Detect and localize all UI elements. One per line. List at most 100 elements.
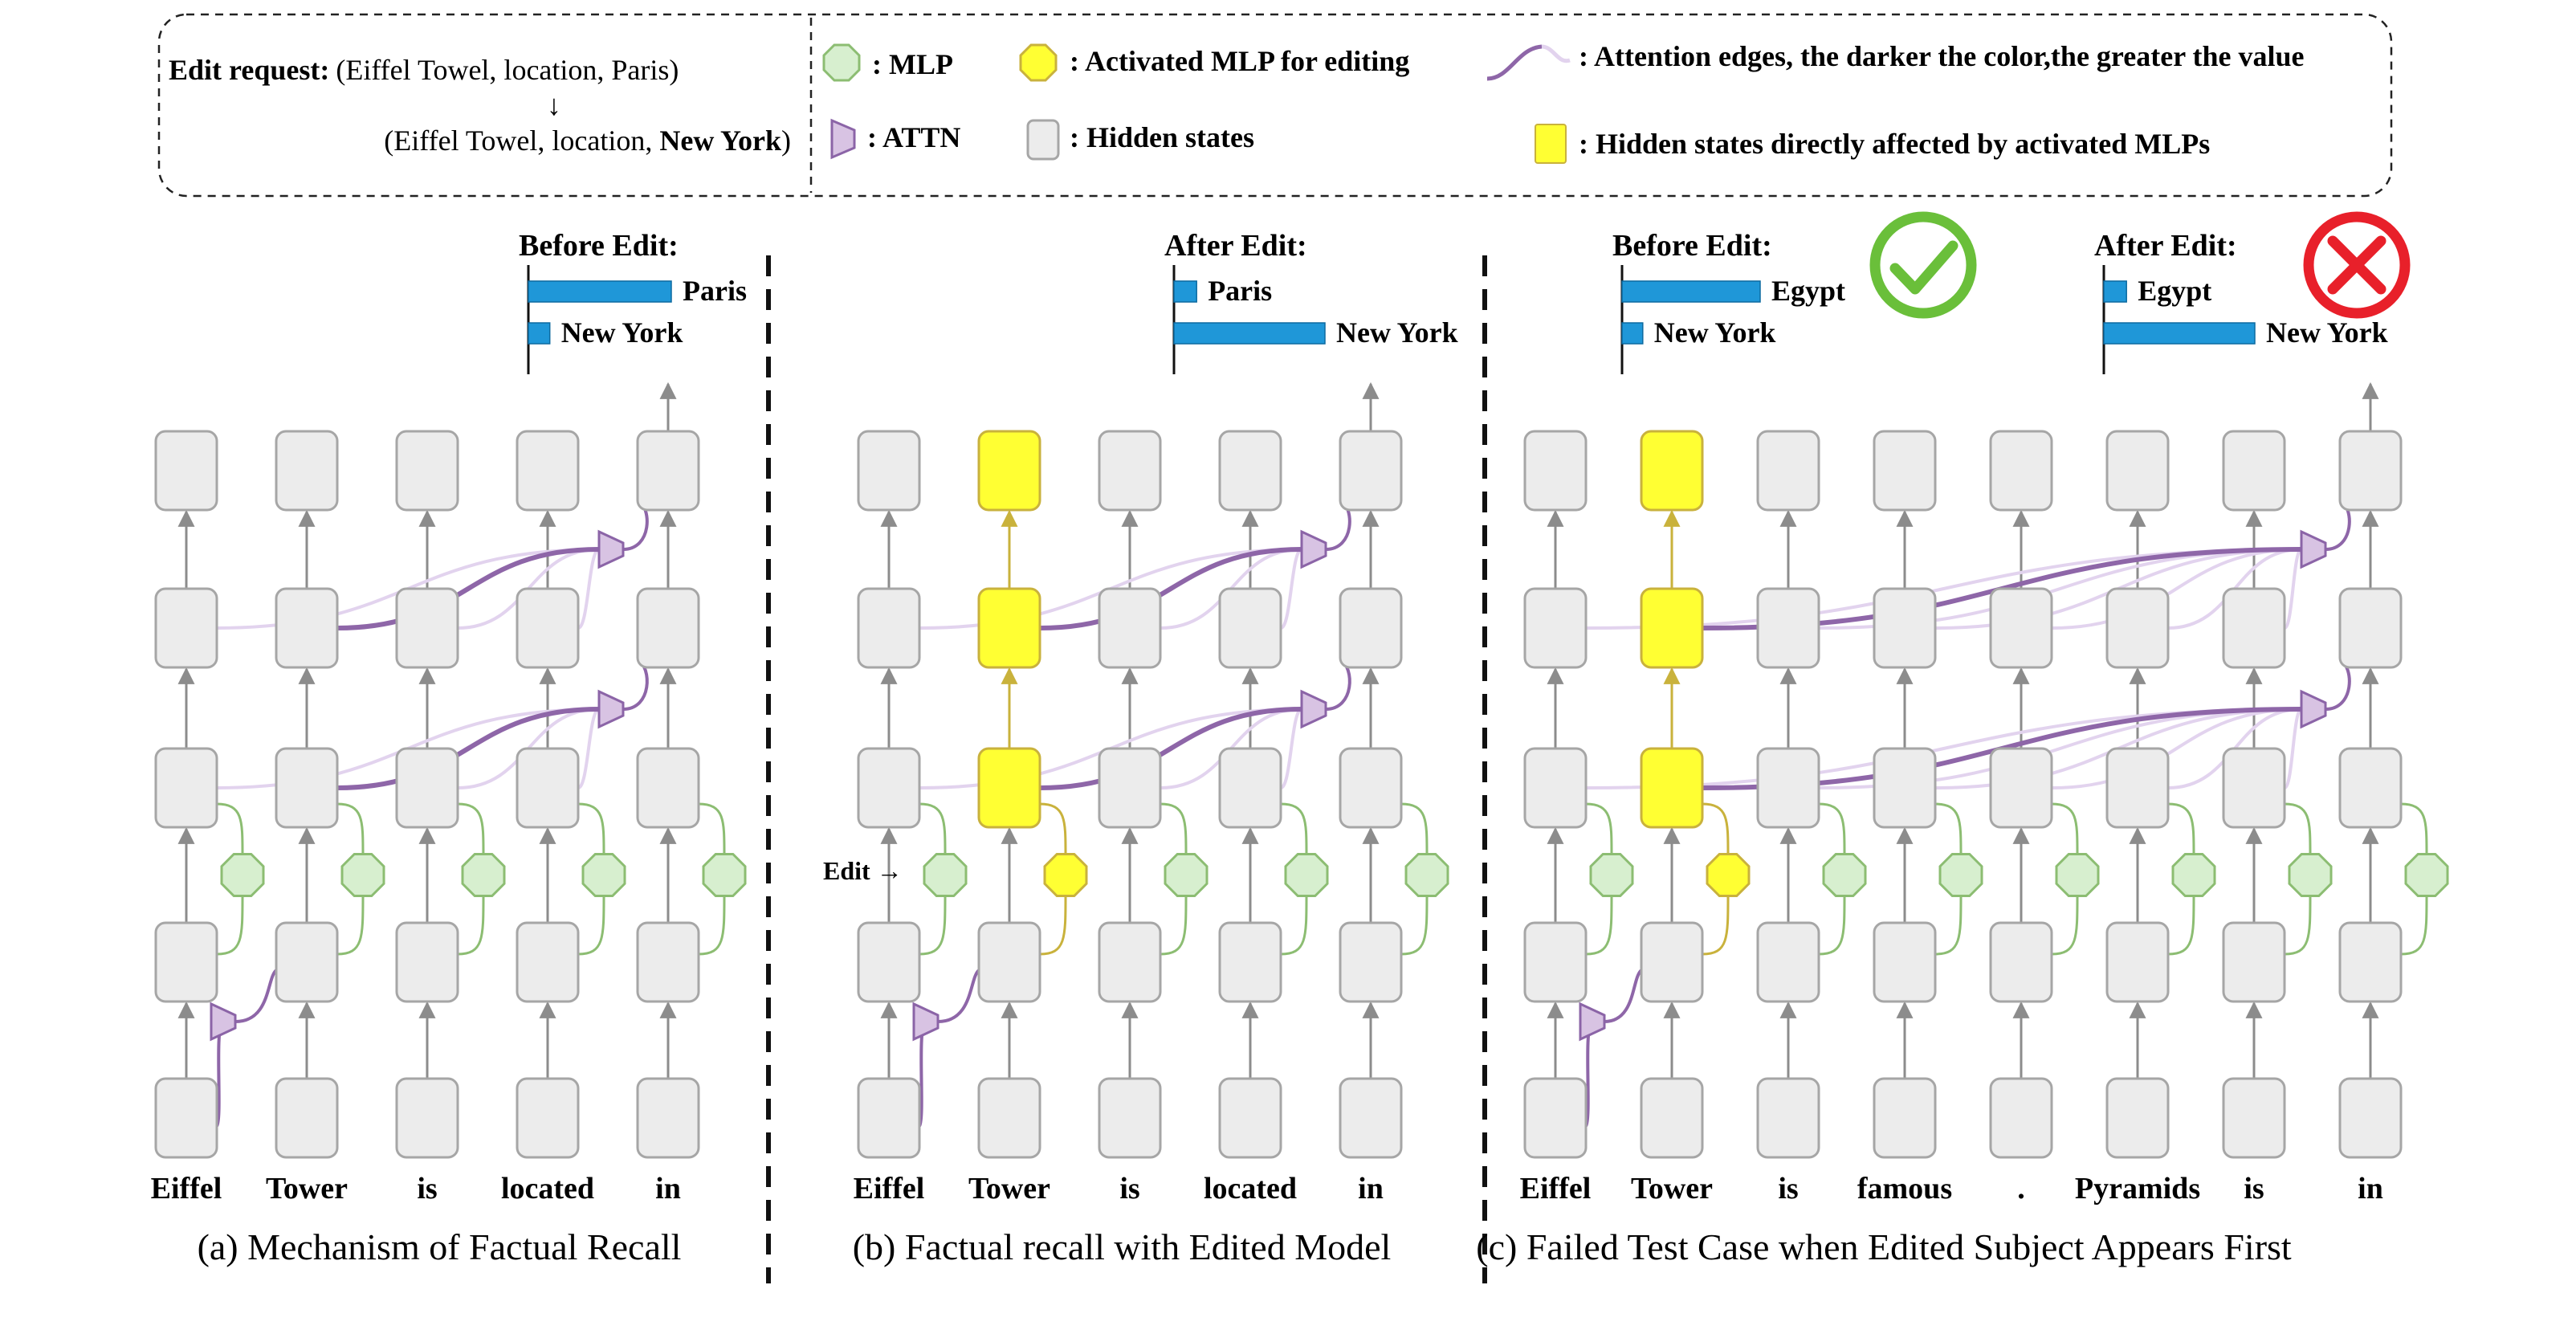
token-label: located bbox=[501, 1172, 594, 1206]
token-label: Eiffel bbox=[854, 1172, 925, 1206]
hidden-state bbox=[395, 921, 459, 1003]
attn-legend-icon bbox=[830, 118, 856, 160]
token-label: . bbox=[2017, 1172, 2025, 1206]
mlp-icon bbox=[2288, 853, 2333, 897]
hidden-state bbox=[395, 1077, 459, 1159]
panel-c-after-bar-label: New York bbox=[2266, 316, 2388, 349]
hidden-state bbox=[1339, 747, 1403, 829]
edit-marker: Edit → bbox=[823, 856, 903, 885]
caption-c: (c) Failed Test Case when Edited Subject… bbox=[1476, 1226, 2292, 1267]
hidden-state bbox=[636, 1077, 700, 1159]
mlp-connector-in bbox=[919, 802, 947, 855]
hidden-state bbox=[2338, 1077, 2403, 1159]
mlp-connector-in bbox=[1934, 802, 1963, 855]
hidden-state bbox=[1989, 587, 2053, 669]
attention-edge bbox=[1279, 708, 1303, 789]
hidden-state bbox=[857, 430, 921, 512]
mlp-icon bbox=[340, 853, 385, 897]
affected-hidden-state bbox=[977, 747, 1041, 829]
mlp-connector-in bbox=[698, 802, 726, 855]
mlp-icon bbox=[1589, 853, 1634, 897]
hidden-state bbox=[1339, 587, 1403, 669]
hidden-state bbox=[1523, 747, 1588, 829]
token-label: Pyramids bbox=[2075, 1172, 2200, 1206]
edit-request: Edit request:(Eiffel Towel, location, Pa… bbox=[169, 54, 679, 86]
attention-edge bbox=[1279, 548, 1303, 630]
hidden-state-legend-icon bbox=[1026, 119, 1060, 161]
token-label: is bbox=[1778, 1172, 1798, 1206]
hidden-state bbox=[395, 747, 459, 829]
activated-mlp-icon bbox=[1706, 853, 1751, 897]
hidden-state bbox=[977, 921, 1041, 1003]
attention-edge bbox=[577, 708, 601, 789]
hidden-state bbox=[1098, 1077, 1162, 1159]
hidden-state bbox=[1098, 921, 1162, 1003]
hidden-state bbox=[2222, 587, 2286, 669]
attention-edge-strong bbox=[336, 547, 600, 630]
hidden-state bbox=[636, 747, 700, 829]
hidden-state bbox=[275, 1077, 339, 1159]
token-label: in bbox=[1358, 1172, 1384, 1206]
hidden-state bbox=[1523, 587, 1588, 669]
hidden-state bbox=[1989, 921, 2053, 1003]
attention-edge-low-out bbox=[234, 969, 278, 1023]
caption-b: (b) Factual recall with Edited Model bbox=[853, 1226, 1392, 1267]
token-label: is bbox=[1119, 1172, 1139, 1206]
mlp-connector-out bbox=[2400, 896, 2428, 956]
hidden-state bbox=[1098, 430, 1162, 512]
mlp-connector-in bbox=[1039, 802, 1067, 855]
hidden-state bbox=[1756, 1077, 1820, 1159]
hidden-state bbox=[516, 921, 580, 1003]
mlp-connector-out bbox=[1280, 896, 1308, 956]
hidden-state bbox=[1640, 921, 1704, 1003]
legend-border bbox=[157, 13, 2393, 198]
mlp-connector-out bbox=[216, 896, 244, 956]
attn-icon bbox=[210, 1002, 237, 1042]
hidden-state bbox=[516, 1077, 580, 1159]
hidden-state bbox=[857, 747, 921, 829]
attention-edge-legend-icon bbox=[1486, 44, 1543, 81]
mlp-icon bbox=[220, 853, 265, 897]
panel-a-result-title: Before Edit: bbox=[519, 229, 679, 263]
mlp-icon bbox=[1164, 853, 1209, 897]
hidden-state bbox=[1640, 1077, 1704, 1159]
check-mark bbox=[1889, 240, 1958, 295]
panel-b-result-bar-label: New York bbox=[1336, 316, 1458, 349]
panel-b-result-bar bbox=[1173, 280, 1197, 303]
mlp-connector-out bbox=[457, 896, 485, 956]
attention-edge-strong bbox=[336, 707, 600, 790]
hidden-state bbox=[395, 430, 459, 512]
mlp-connector-out bbox=[1160, 896, 1188, 956]
attn-icon bbox=[597, 689, 625, 729]
hidden-state bbox=[1756, 921, 1820, 1003]
attn-icon bbox=[912, 1002, 940, 1042]
hidden-state bbox=[395, 587, 459, 669]
legend-attention-edges-label: : Attention edges, the darker the color,… bbox=[1579, 40, 2305, 72]
hidden-state bbox=[857, 587, 921, 669]
mlp-icon bbox=[1938, 853, 1983, 897]
hidden-state bbox=[1873, 430, 1937, 512]
hidden-state bbox=[2105, 587, 2170, 669]
mlp-connector-out bbox=[1818, 896, 1846, 956]
attention-edge bbox=[2051, 708, 2302, 789]
mlp-legend-icon bbox=[822, 43, 861, 82]
token-label: Eiffel bbox=[151, 1172, 222, 1206]
token-label: located bbox=[1204, 1172, 1297, 1206]
affected-hidden-state bbox=[1640, 587, 1704, 669]
mlp-connector-in bbox=[1818, 802, 1846, 855]
hidden-state bbox=[1873, 587, 1937, 669]
edit-request-new: (Eiffel Towel, location, New York) bbox=[384, 124, 791, 157]
cross-icon bbox=[2303, 211, 2411, 319]
mlp-connector-in bbox=[216, 802, 244, 855]
mlp-connector-in bbox=[457, 802, 485, 855]
panel-c-after-title: After Edit: bbox=[2094, 229, 2237, 263]
mlp-connector-in bbox=[2284, 802, 2312, 855]
activated-mlp-legend-icon bbox=[1019, 43, 1058, 82]
mlp-connector-in bbox=[577, 802, 605, 855]
attention-edge-strong bbox=[1039, 707, 1302, 790]
panel-a-result-bar-label: New York bbox=[561, 316, 683, 349]
affected-hidden-state bbox=[977, 430, 1041, 512]
hidden-state bbox=[1218, 747, 1282, 829]
mlp-connector-out bbox=[2167, 896, 2195, 956]
